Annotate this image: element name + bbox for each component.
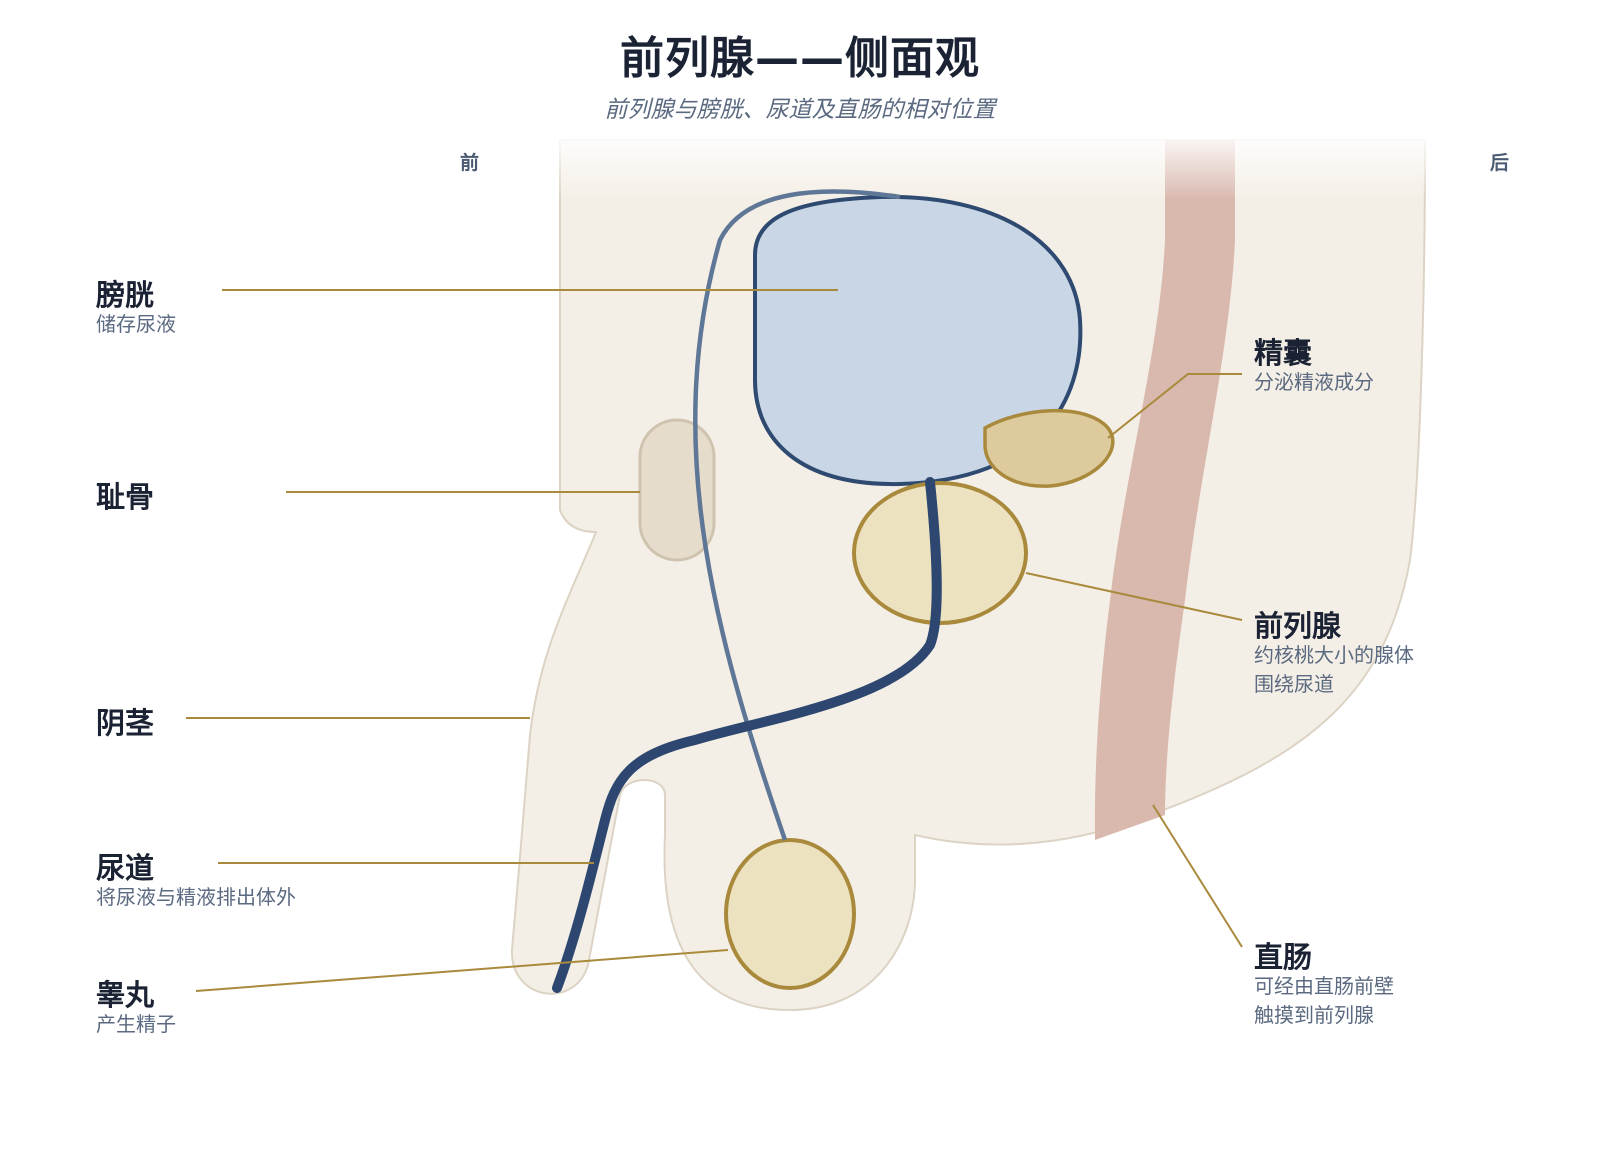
vas-deferens [693,189,901,841]
leader-rectum [1152,804,1243,948]
label-urethra-name: 尿道 [96,851,155,885]
leader-lines [186,289,1243,992]
label-prostate-desc-2: 围绕尿道 [1254,672,1334,696]
top-fade [540,130,1440,200]
rectum-shape [1094,140,1235,840]
testis-shape [724,838,856,990]
label-rectum-name: 直肠 [1254,940,1313,974]
label-testis-desc: 产生精子 [96,1012,176,1036]
leader-testis [195,949,729,992]
label-bladder-name: 膀胱 [96,278,155,312]
leader-seminal-vesicle [1107,373,1242,439]
label-urethra-desc: 将尿液与精液排出体外 [96,885,296,909]
label-rectum-desc-1: 可经由直肠前壁 [1254,974,1394,998]
label-prostate-desc-1: 约核桃大小的腺体 [1254,643,1414,667]
label-testis-name: 睾丸 [96,978,155,1012]
label-seminal-vesicle-desc: 分泌精液成分 [1254,370,1374,394]
label-prostate-name: 前列腺 [1254,609,1342,643]
direction-back: 后 [1490,152,1510,174]
label-penis-name: 阴茎 [96,706,155,740]
label-bladder-desc: 储存尿液 [96,312,176,336]
label-seminal-vesicle-name: 精囊 [1254,336,1313,370]
bladder-shape [753,194,1083,487]
page-subtitle: 前列腺与膀胱、尿道及直肠的相对位置 [604,97,996,123]
urethra-path [552,477,942,993]
direction-front: 前 [460,152,480,174]
label-rectum-desc-2: 触摸到前列腺 [1254,1003,1374,1027]
seminal-vesicle-shape [983,409,1115,488]
leader-prostate [1025,572,1243,621]
label-pubic-bone-name: 耻骨 [96,480,155,514]
page-title: 前列腺——侧面观 [620,33,980,84]
